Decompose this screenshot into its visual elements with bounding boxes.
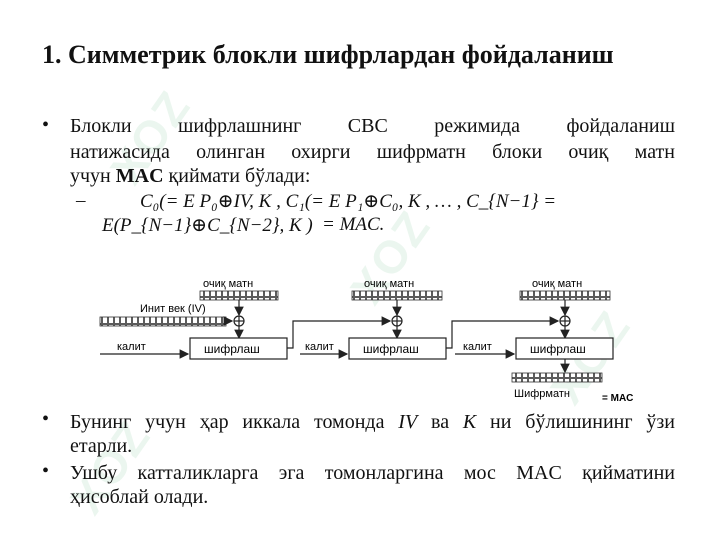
bullet-2-a: Бунинг учун ҳар иккала томонда [70, 411, 399, 433]
xor-icon [559, 315, 571, 327]
formula-dash: – [76, 190, 86, 211]
bullet-2-b: ва [417, 411, 463, 433]
plaintext-label-3: очиқ матн [532, 278, 582, 290]
bullet-marker: • [42, 460, 50, 482]
iv-term: IV [398, 411, 418, 433]
bullet-1-line-2: натижасида олинган охирги шифрматн блоки… [70, 141, 675, 163]
mac-label: = MAC [602, 393, 633, 404]
plaintext-block-2 [351, 290, 443, 301]
bullet-1-line-3-a: учун [70, 165, 116, 187]
bullet-1-line-1: Блокли шифрлашнинг СВС режимида фойдалан… [70, 115, 675, 137]
slide-title: 1. Симметрик блокли шифрлардан фойдалани… [42, 40, 614, 69]
bullet-1-line-3: учун MAC қиймати бўлади: [70, 164, 675, 188]
mac-term: MAC [115, 165, 164, 187]
k-term: K [462, 411, 477, 433]
encrypt-label-2: шифрлаш [363, 342, 419, 356]
bullet-2-line-1: Бунинг учун ҳар иккала томонда IV ва K н… [70, 410, 675, 434]
formula-line-2a: E(P_{N−1}⊕C_{N−2}, K ) [102, 215, 313, 236]
formula-line-1: C₀(= E P₀⊕IV, K , C₁(= E P₁⊕C₀, K , … , … [140, 191, 557, 212]
formula-line-2b: = MAC. [322, 214, 385, 235]
key-label-1: калит [117, 341, 146, 353]
encrypt-label-1: шифрлаш [204, 342, 260, 356]
encrypt-label-3: шифрлаш [530, 342, 586, 356]
bullet-2-line-2: етарли. [70, 435, 133, 457]
bullet-marker: • [42, 408, 50, 430]
plaintext-block-1 [199, 290, 279, 301]
bullet-1-line-3-c: қиймати бўлади: [163, 165, 311, 187]
iv-label: Инит век (IV) [140, 303, 206, 315]
key-label-3: калит [463, 341, 492, 353]
key-label-2: калит [305, 341, 334, 353]
iv-block [99, 316, 227, 327]
xor-icon [391, 315, 403, 327]
plaintext-label-1: очиқ матн [203, 278, 253, 290]
bullet-3-line-1: Ушбу катталикларга эга томонларгина мос … [70, 462, 675, 484]
bullet-marker: • [42, 114, 50, 136]
ciphertext-label: Шифрматн [514, 388, 570, 400]
xor-icon [233, 315, 245, 327]
bullet-3-line-2: ҳисоблай олади. [70, 486, 209, 508]
plaintext-label-2: очиқ матн [364, 278, 414, 290]
bullet-2-c: ни бўлишининг ўзи [476, 411, 675, 433]
plaintext-block-3 [519, 290, 611, 301]
ciphertext-block [511, 372, 603, 383]
